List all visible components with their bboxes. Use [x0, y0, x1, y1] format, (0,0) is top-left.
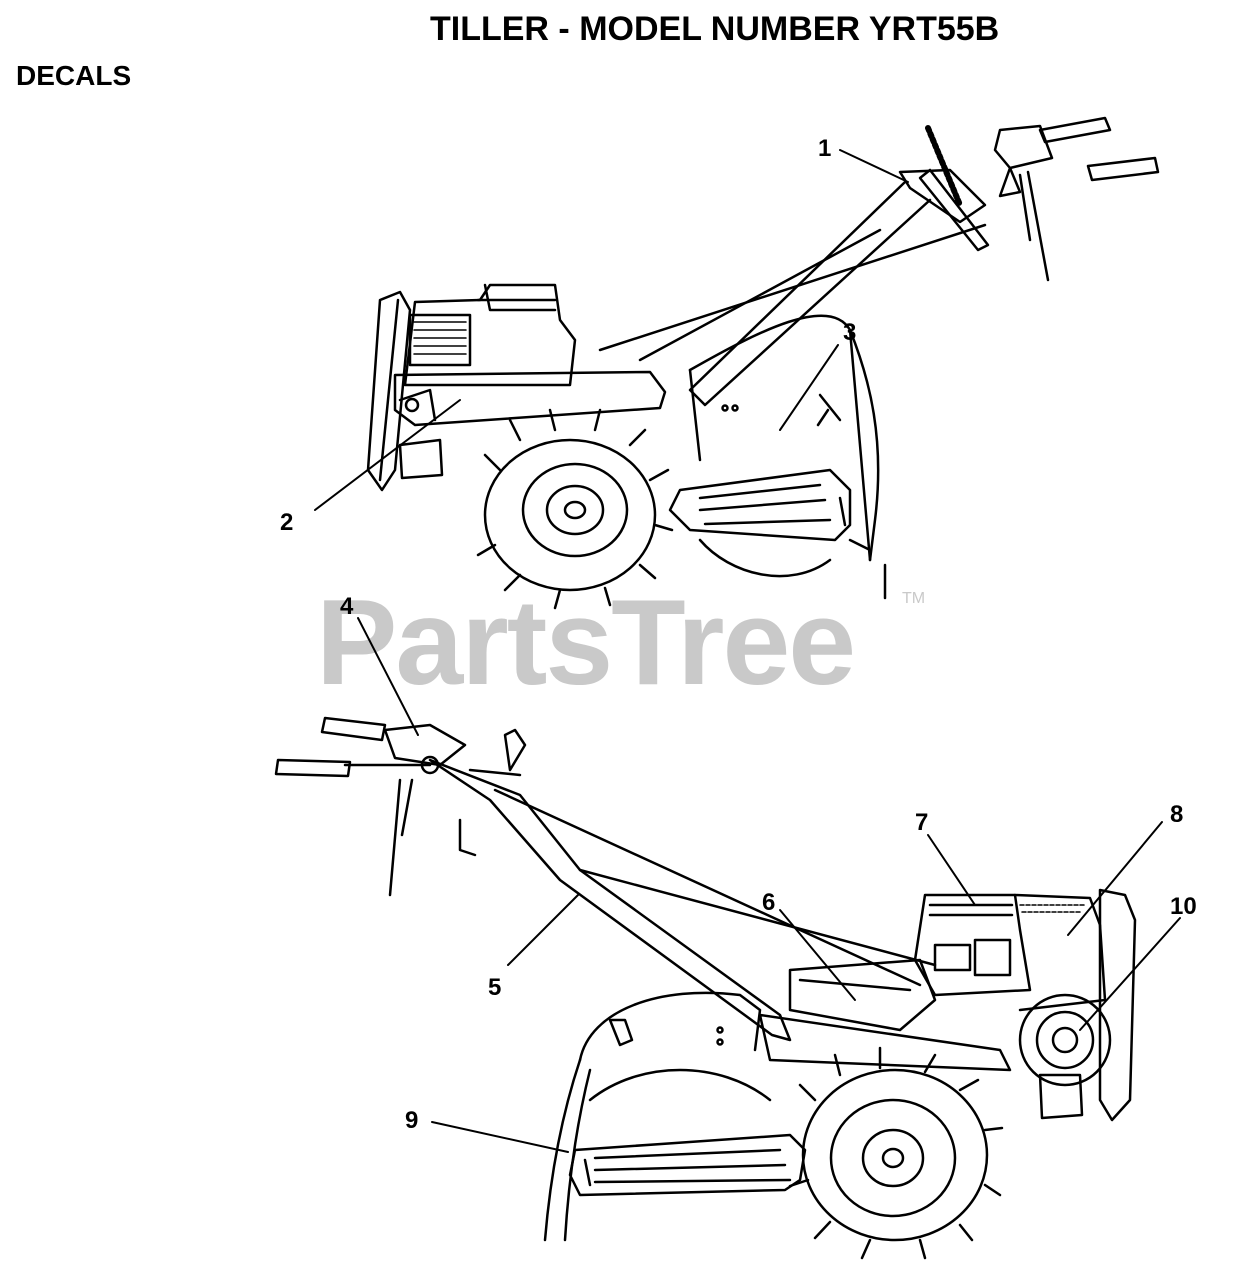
upper-tiller-illustration	[314, 116, 1160, 610]
trademark-mark: TM	[902, 590, 926, 607]
callout-6: 6	[762, 889, 775, 916]
page-title: TILLER - MODEL NUMBER YRT55B	[430, 10, 1000, 48]
callout-8: 8	[1170, 801, 1183, 828]
callout-7: 7	[915, 809, 928, 836]
callout-labels: 1 2 3 4 5 6 7 8 9 10	[280, 135, 1197, 1134]
callout-9: 9	[405, 1107, 418, 1134]
callout-2: 2	[280, 509, 293, 536]
callout-1: 1	[818, 135, 831, 162]
callout-3: 3	[843, 319, 856, 346]
watermark-logo: PartsTree	[316, 574, 856, 710]
callout-5: 5	[488, 974, 501, 1001]
lower-tiller-illustration	[274, 617, 1181, 1260]
section-heading: DECALS	[16, 60, 132, 91]
callout-10: 10	[1170, 893, 1197, 920]
callout-4: 4	[340, 593, 354, 620]
